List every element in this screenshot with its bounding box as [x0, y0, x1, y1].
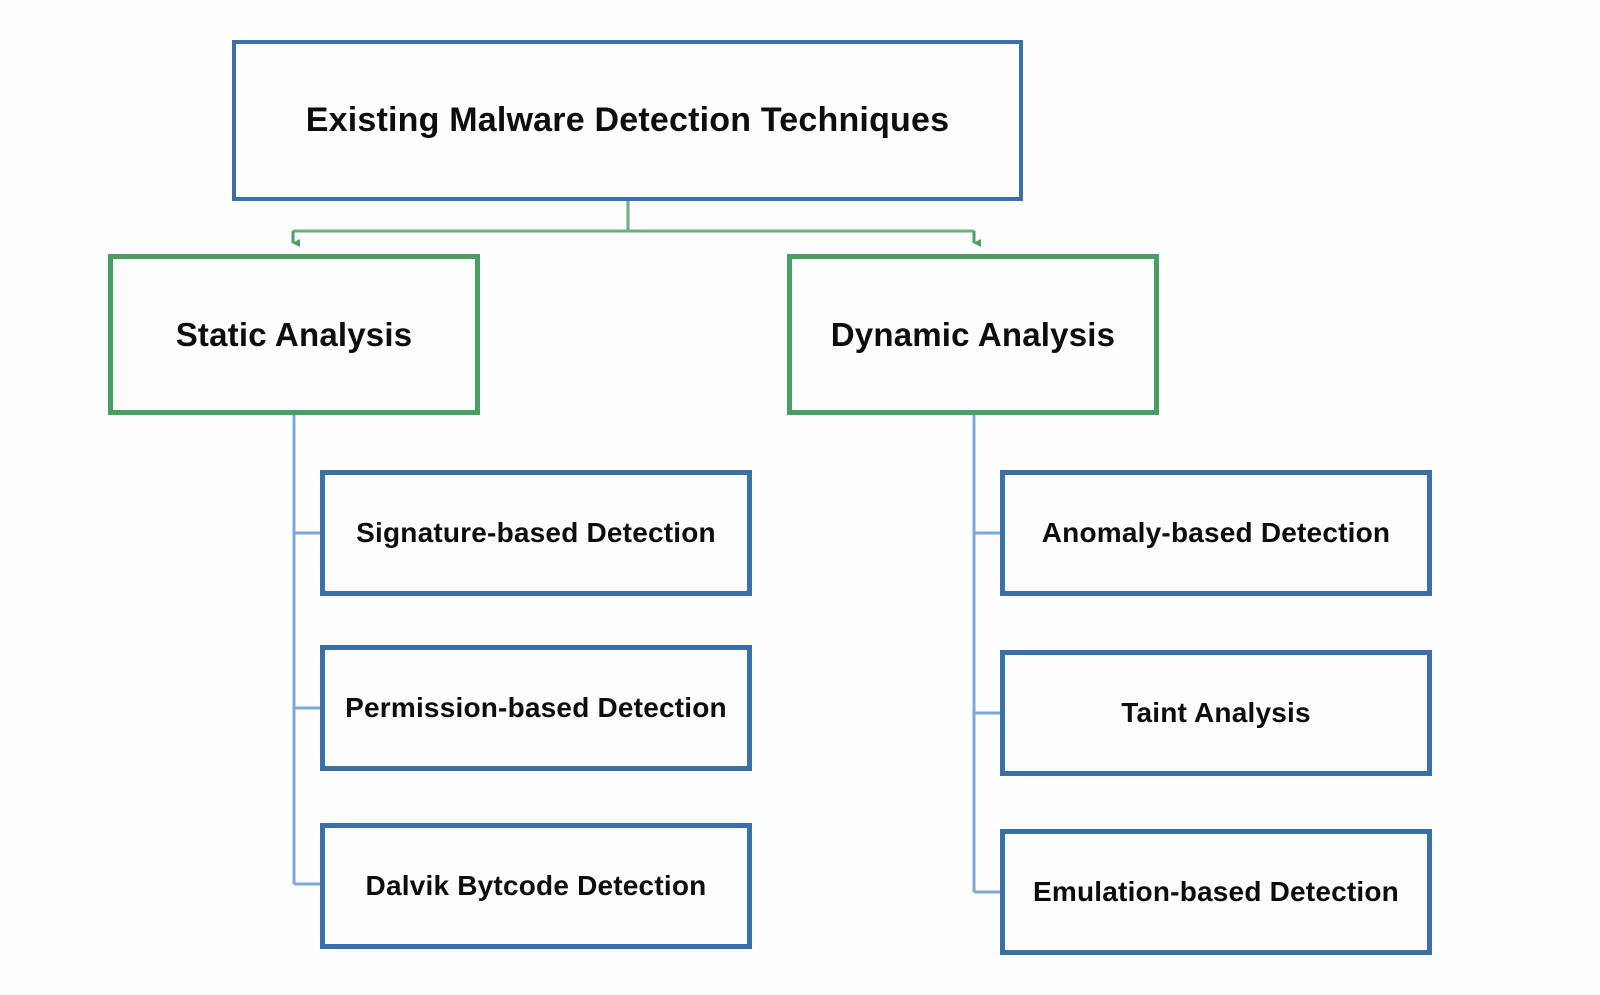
node-permission-based-detection[interactable]: Permission-based Detection [320, 645, 752, 771]
node-dalvik-bytcode-detection-label: Dalvik Bytcode Detection [365, 869, 707, 901]
node-emulation-based-detection[interactable]: Emulation-based Detection [1000, 829, 1432, 955]
node-dynamic-analysis-label: Dynamic Analysis [830, 315, 1116, 353]
node-static-analysis-label: Static Analysis [175, 315, 413, 353]
node-emulation-based-detection-label: Emulation-based Detection [1033, 875, 1399, 907]
edge-dynamic-to-children [972, 414, 1000, 894]
node-root[interactable]: Existing Malware Detection Techniques [232, 40, 1023, 201]
node-taint-analysis-label: Taint Analysis [1121, 696, 1311, 728]
node-signature-based-detection[interactable]: Signature-based Detection [320, 470, 752, 596]
edge-root-to-branches [291, 200, 981, 247]
node-dalvik-bytcode-detection[interactable]: Dalvik Bytcode Detection [320, 823, 752, 949]
node-taint-analysis[interactable]: Taint Analysis [1000, 650, 1432, 776]
node-permission-based-detection-label: Permission-based Detection [345, 691, 727, 723]
edge-static-to-children [292, 414, 320, 886]
node-anomaly-based-detection[interactable]: Anomaly-based Detection [1000, 470, 1432, 596]
node-root-label: Existing Malware Detection Techniques [305, 100, 950, 139]
node-anomaly-based-detection-label: Anomaly-based Detection [1041, 516, 1391, 548]
node-static-analysis[interactable]: Static Analysis [108, 254, 480, 415]
node-dynamic-analysis[interactable]: Dynamic Analysis [787, 254, 1159, 415]
node-signature-based-detection-label: Signature-based Detection [356, 516, 716, 548]
